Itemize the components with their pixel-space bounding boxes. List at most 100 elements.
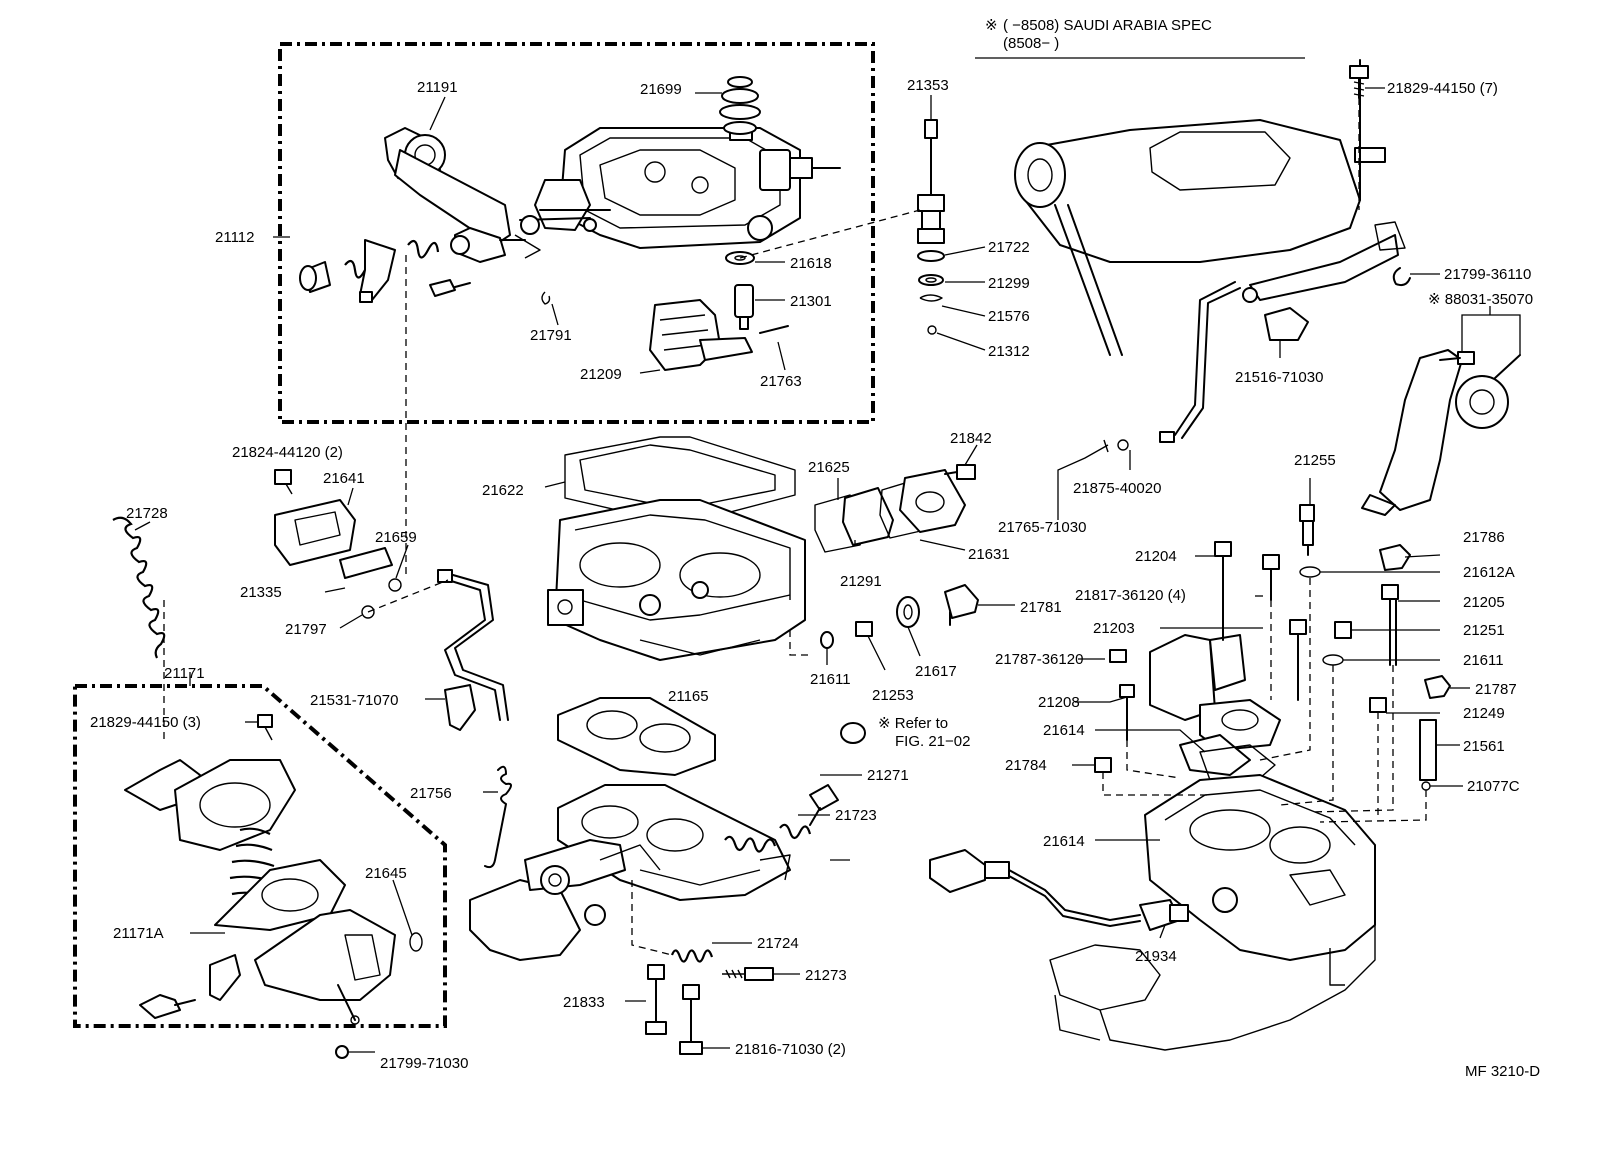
label-21353: 21353 [907,77,949,94]
label-21817-36120-4: 21817-36120 (4) [1075,587,1186,604]
label-21614-b: 21614 [1043,833,1085,850]
label-21618: 21618 [790,255,832,272]
adjust-screws-drawing [645,949,774,1055]
label-21699: 21699 [640,81,682,98]
label-21576: 21576 [988,308,1030,325]
label-21765-71030: 21765-71030 [998,519,1086,536]
label-21625: 21625 [808,459,850,476]
label-21273: 21273 [805,967,847,984]
label-21723: 21723 [835,807,877,824]
lower-left-assembly-group-box [73,684,447,1028]
figure-code: MF 3210-D [1465,1063,1540,1080]
label-21612A: 21612A [1463,564,1515,581]
air-horn-cover-drawing [1014,59,1406,356]
label-21617: 21617 [915,663,957,680]
spring-21756-drawing [484,765,512,869]
label-21205: 21205 [1463,594,1505,611]
upper-assembly-group-box [278,42,875,424]
label-21208: 21208 [1038,694,1080,711]
float-and-needle-drawing [541,251,789,371]
label-21645: 21645 [365,865,407,882]
label-21171: 21171 [164,665,205,682]
label-21251: 21251 [1463,622,1505,639]
spring-21728-drawing [112,516,166,659]
label-21641: 21641 [323,470,365,487]
label-21875-40020: 21875-40020 [1073,480,1161,497]
left-flange-parts-drawing [274,469,402,619]
bracket-21516-drawing [1264,307,1309,341]
throttle-body-base-drawing [469,697,791,961]
label-21077C: 21077C [1467,778,1520,795]
refer-note: ※ Refer to FIG. 21−02 [878,715,970,750]
cover-gaskets-drawing [814,464,976,553]
screw-21829-drawing [1349,65,1369,99]
power-piston-drawing [917,119,945,335]
refer-note-line-1: ※ Refer to [878,715,948,732]
label-21611-right: 21611 [1463,652,1504,669]
assembly-line-21205 [1309,665,1394,813]
part-labels: 21191 21699 21353 21829-44150 (7) 21112 … [90,77,1533,1072]
air-horn-assembly-drawing [514,127,841,259]
label-21724: 21724 [757,935,799,952]
lower-left-diaphragm-assembly-drawing [124,714,423,1059]
label-21816-71030-2: 21816-71030 (2) [735,1041,846,1058]
carburetor-main-body-drawing [547,436,806,661]
label-21756: 21756 [410,785,452,802]
leader-lines [134,87,1521,1053]
label-21291: 21291 [840,573,882,590]
label-21249: 21249 [1463,705,1505,722]
label-21561: 21561 [1463,738,1505,755]
label-21299: 21299 [988,275,1030,292]
label-21784: 21784 [1005,757,1047,774]
label-21659: 21659 [375,529,417,546]
label-21203: 21203 [1093,620,1135,637]
assembly-line-jet [789,630,810,656]
label-21191: 21191 [417,79,458,96]
label-21833: 21833 [563,994,605,1011]
spec-line-2: (8508− ) [1003,35,1059,52]
jets-and-plugs-drawing [820,584,979,649]
label-21842: 21842 [950,430,992,447]
label-21791: 21791 [530,327,572,344]
clip-21799-drawing [1392,267,1411,287]
label-21829-44150-3: 21829-44150 (3) [90,714,201,731]
assembly-line-21561 [1319,790,1427,823]
label-21171A: 21171A [113,925,164,942]
label-88031-35070: ※ 88031-35070 [1428,291,1533,308]
carburetor-lower-body-drawing [929,504,1451,1051]
label-21209: 21209 [580,366,622,383]
assembly-line-21208 [1126,740,1181,779]
pipe-21531-drawing [437,569,509,731]
idle-screw-21271-drawing [779,722,866,840]
choke-linkage-parts-drawing [299,239,471,303]
label-21763: 21763 [760,373,802,390]
assembly-line-21612A [1259,578,1311,761]
label-21301: 21301 [790,293,832,310]
label-21271: 21271 [867,767,909,784]
label-21614-a: 21614 [1043,722,1085,739]
spec-mark: ※ [985,17,998,34]
label-21728: 21728 [126,505,168,522]
label-21112: 21112 [215,229,255,246]
label-21165: 21165 [668,688,709,705]
choke-breaker-drawing [384,127,526,263]
label-21255: 21255 [1294,452,1336,469]
assembly-line-21611 [1279,665,1334,806]
assembly-line-21724 [631,880,673,956]
label-21531-71070: 21531-71070 [310,692,398,709]
label-21797: 21797 [285,621,327,638]
label-21335: 21335 [240,584,282,601]
label-21204: 21204 [1135,548,1177,565]
label-21253: 21253 [872,687,914,704]
label-21312: 21312 [988,343,1030,360]
rubber-boot-drawing [719,76,761,135]
label-21781: 21781 [1020,599,1062,616]
label-21786: 21786 [1463,529,1505,546]
label-21722: 21722 [988,239,1030,256]
label-21622: 21622 [482,482,524,499]
label-21799-71030: 21799-71030 [380,1055,468,1072]
vacuum-actuator-88031-drawing [1361,349,1521,516]
label-21934: 21934 [1135,948,1177,965]
label-21787-36120: 21787-36120 [995,651,1083,668]
